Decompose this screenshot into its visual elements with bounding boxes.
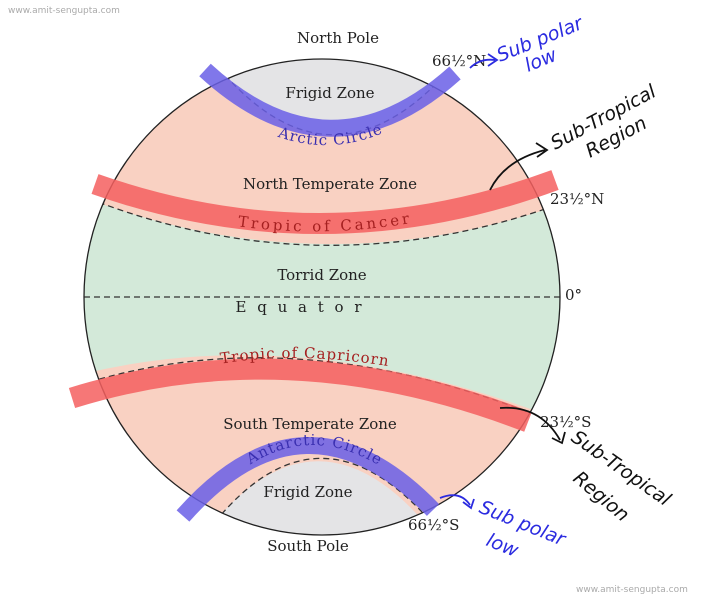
south-temperate-label: South Temperate Zone — [223, 415, 397, 433]
latitude-66s: 66½°S — [408, 516, 459, 534]
watermark-bottom: www.amit-sengupta.com — [576, 585, 688, 595]
frigid-zone-north-label: Frigid Zone — [285, 84, 374, 102]
latitude-23n: 23½°N — [550, 190, 604, 208]
tropic-capricorn-band — [68, 358, 532, 432]
tropic-cancer-line — [84, 194, 560, 246]
north-pole-label: North Pole — [297, 29, 379, 47]
latitude-66n: 66½°N — [432, 52, 486, 70]
arrow-icon — [499, 406, 566, 445]
arrow-icon — [469, 53, 499, 69]
tropic-capricorn-line — [84, 357, 560, 426]
antarctic-line — [214, 457, 423, 523]
frigid-zone-south-label: Frigid Zone — [263, 483, 352, 501]
watermark-top: www.amit-sengupta.com — [8, 6, 120, 16]
tropic-cancer-band — [91, 170, 559, 234]
antarctic-circle-band — [176, 437, 440, 522]
south-pole-label: South Pole — [267, 537, 349, 555]
subpolar-south-text-2: low — [483, 529, 522, 562]
latitude-23s: 23½°S — [540, 413, 591, 431]
frigid-south-fill — [200, 461, 435, 535]
north-temperate-label: North Temperate Zone — [243, 175, 417, 193]
arrow-icon — [489, 142, 549, 191]
arrow-icon — [439, 494, 475, 510]
annotation-subpolar-south: Sub polar low — [439, 494, 569, 562]
torrid-zone-label: Torrid Zone — [277, 266, 366, 284]
latitude-0: 0° — [565, 286, 582, 304]
arctic-circle-band — [199, 63, 461, 137]
torrid-zone-fill — [84, 188, 560, 430]
equator-label: E q u a t o r — [236, 298, 365, 316]
annotation-subpolar-north: Sub polar low — [469, 12, 587, 77]
globe-outline — [83, 58, 561, 536]
